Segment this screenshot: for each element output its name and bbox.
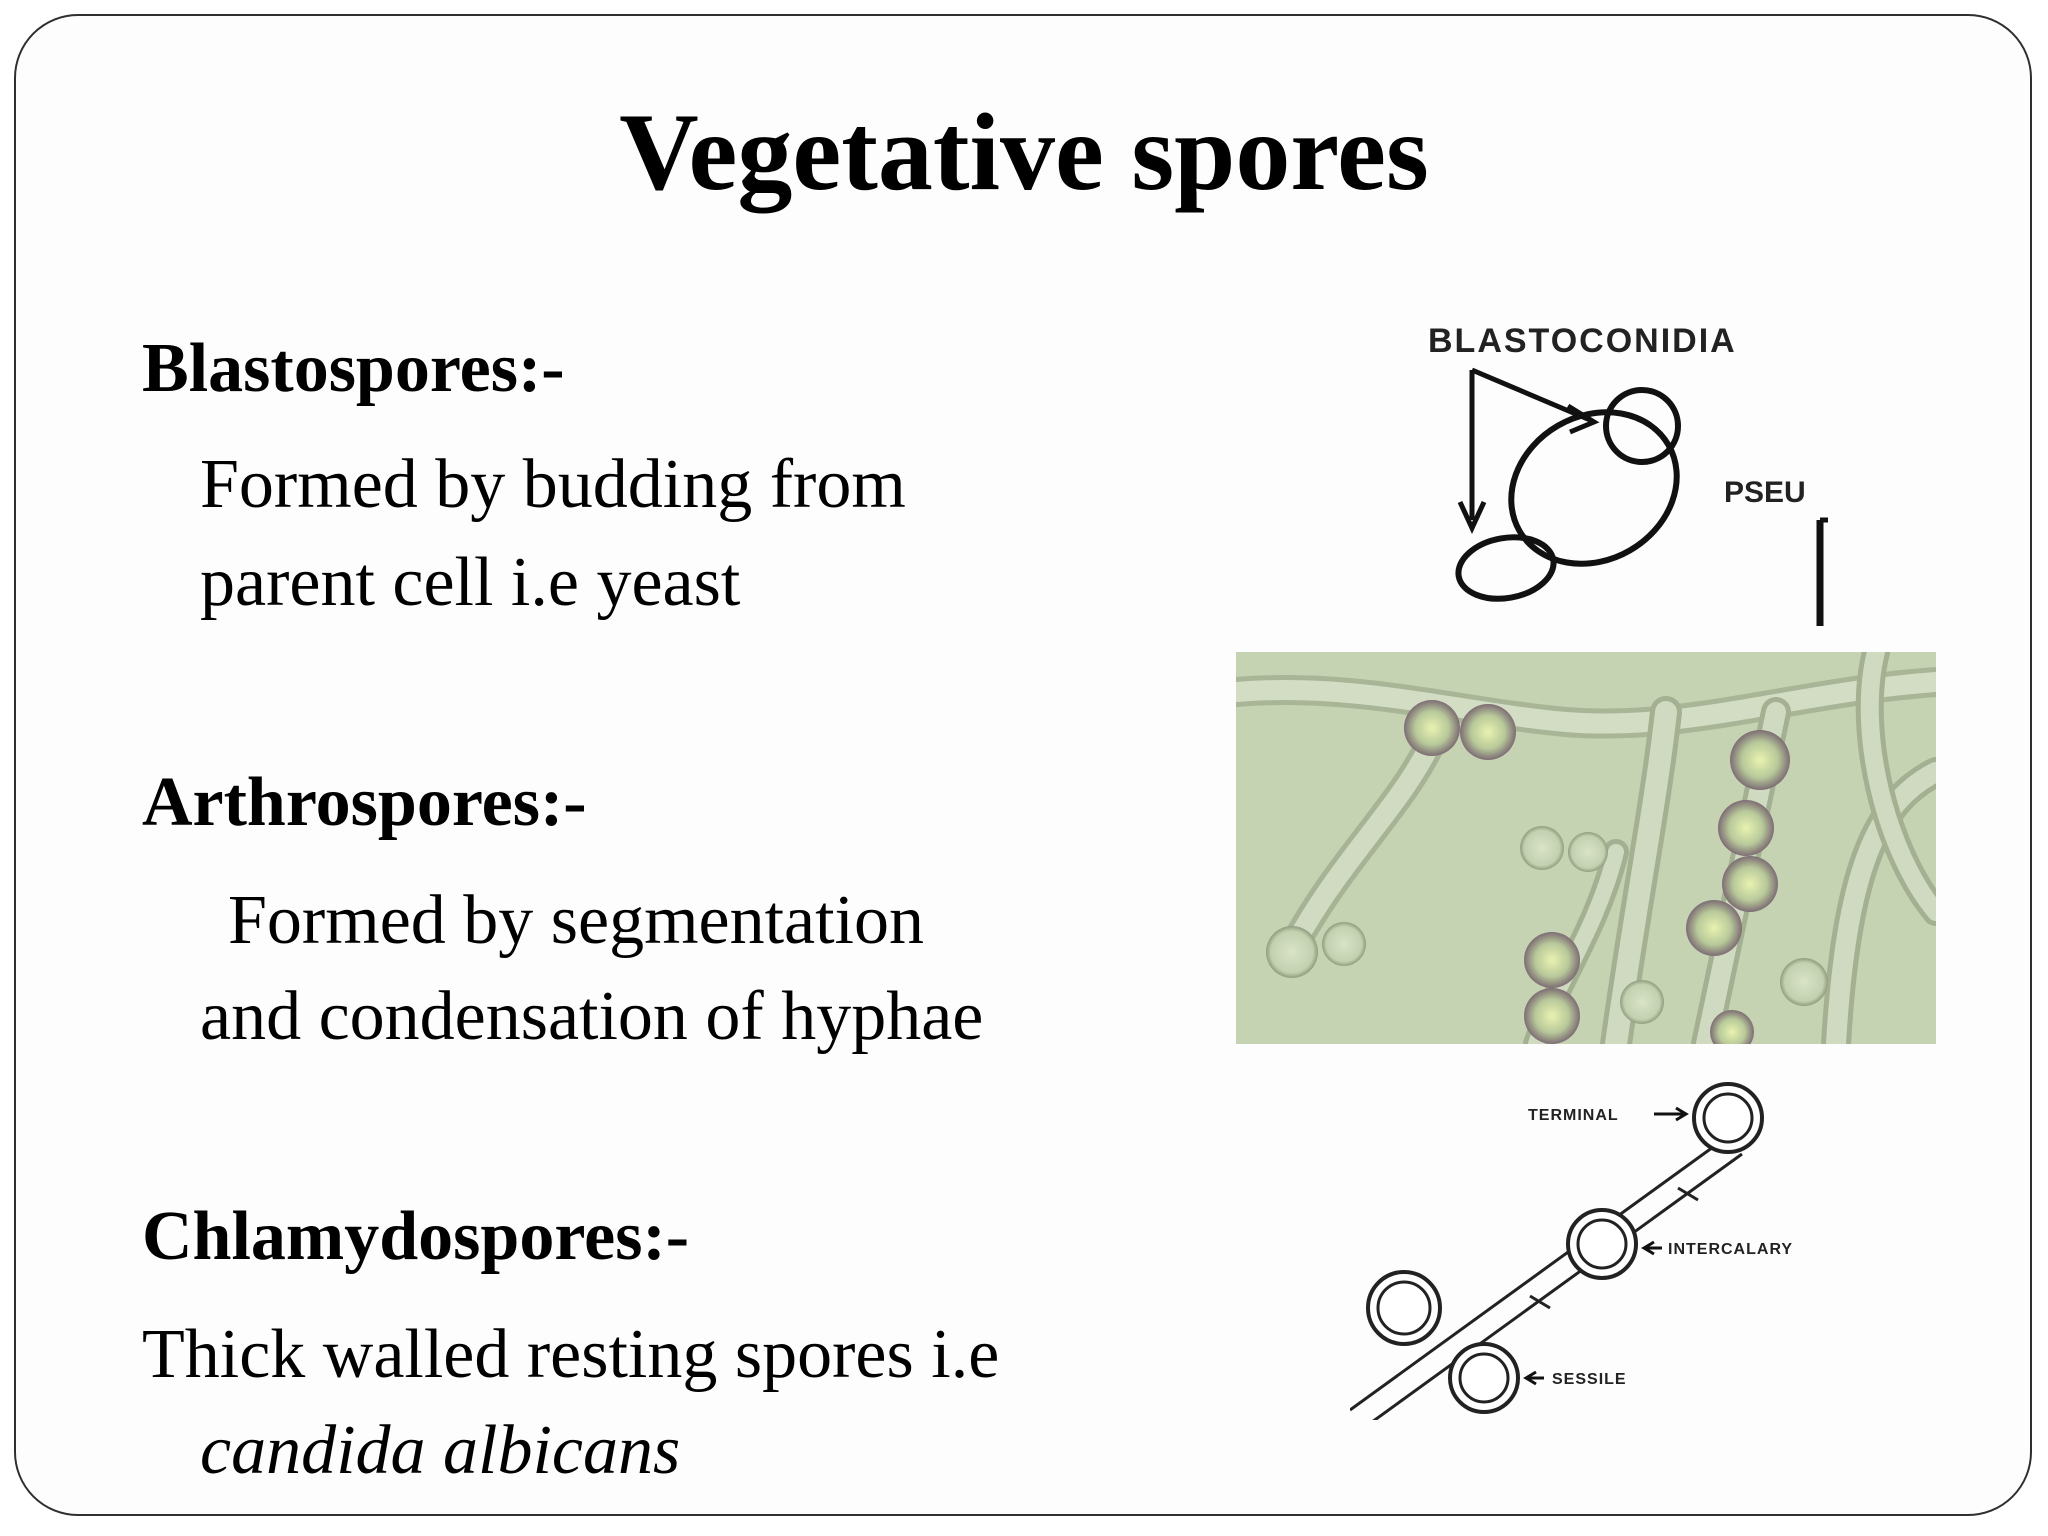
chlamydospores-desc-line2: candida albicans bbox=[200, 1412, 681, 1489]
arthrospores-heading: Arthrospores:- bbox=[142, 764, 587, 841]
chlamydospores-heading: Chlamydospores:- bbox=[142, 1198, 690, 1275]
blastospores-desc-line1: Formed by budding from bbox=[200, 446, 906, 523]
intercalary-label: INTERCALARY bbox=[1668, 1241, 1793, 1258]
chlamydospores-desc-line1: Thick walled resting spores i.e bbox=[142, 1316, 1000, 1393]
blastospores-heading: Blastospores:- bbox=[142, 330, 565, 407]
hyphae-micrograph bbox=[1236, 652, 1936, 1044]
sessile-label: SESSILE bbox=[1552, 1371, 1627, 1388]
blastoconidia-diagram: BLASTOCONIDIA PSEU bbox=[1428, 322, 1828, 626]
slide-title: Vegetative spores bbox=[619, 91, 1429, 213]
blastospores-desc-line2: parent cell i.e yeast bbox=[200, 544, 741, 621]
blastoconidia-label: BLASTOCONIDIA bbox=[1428, 322, 1737, 360]
terminal-label: TERMINAL bbox=[1528, 1107, 1619, 1124]
arthrospores-desc-line2: and condensation of hyphae bbox=[200, 978, 984, 1055]
arthrospores-desc-line1: Formed by segmentation bbox=[228, 882, 925, 959]
pseudohyphae-cropped-label: PSEU bbox=[1724, 476, 1806, 509]
chlamydospore-diagram: TERMINAL INTERCALARY SESSILE bbox=[1350, 1082, 1793, 1420]
